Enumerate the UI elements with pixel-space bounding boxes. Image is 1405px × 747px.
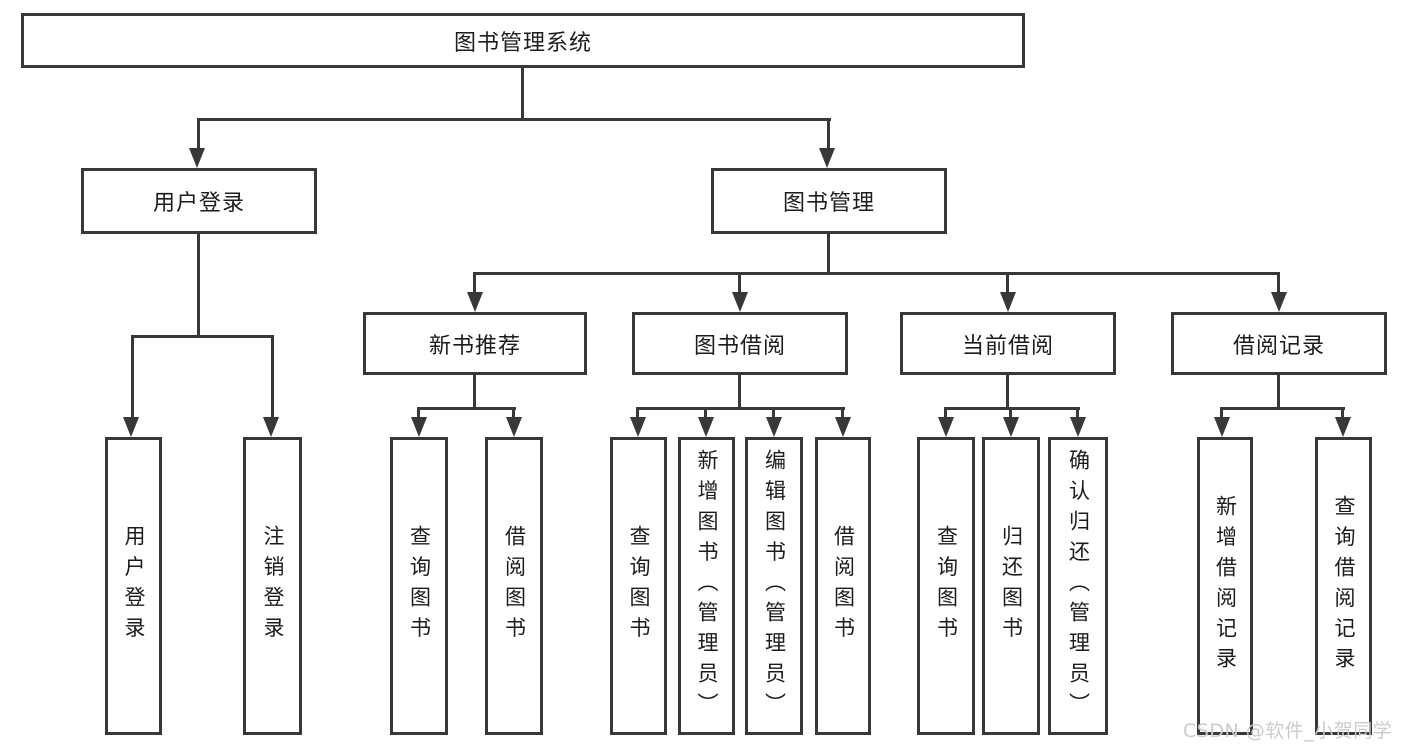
connector-current-borrow-stem: [1006, 375, 1009, 407]
node-current-borrow-label: 当前借阅: [961, 333, 1054, 359]
leaf-add-borrow-record: 新增借阅记录: [1197, 437, 1253, 735]
leaf-borrow-books: 借阅图书: [815, 437, 871, 735]
connector-new-book-recommend-split: [417, 407, 516, 410]
arrowhead-book-management: [819, 148, 835, 168]
leaf-borrow-books-rec-label: 借阅图书: [502, 525, 527, 647]
leaf-user-login-label: 用户登录: [122, 525, 146, 647]
arrowhead-leaf-add-borrow-record: [1214, 417, 1230, 437]
leaf-add-book-admin-label: 新增图书（管理员）: [695, 448, 719, 724]
connector-new-book-recommend-stem: [473, 375, 476, 407]
arrowhead-leaf-query-books-rec: [411, 417, 427, 437]
leaf-query-books-rec: 查询图书: [390, 437, 448, 735]
leaf-user-login: 用户登录: [105, 437, 162, 735]
connector-stem-leaf-query-books-rec: [417, 407, 420, 421]
leaf-edit-book-admin-label: 编辑图书（管理员）: [762, 448, 787, 724]
arrowhead-leaf-logout: [263, 417, 279, 437]
connector-book-management-stem: [827, 234, 830, 272]
connector-stem-leaf-confirm-return: [1076, 407, 1079, 421]
arrowhead-leaf-return-book: [1003, 417, 1019, 437]
arrowhead-borrow-records: [1271, 292, 1287, 312]
node-book-borrow: 图书借阅: [632, 312, 848, 375]
leaf-confirm-return-admin-label: 确认归还（管理员）: [1066, 448, 1091, 724]
connector-borrow-records-stem: [1277, 375, 1280, 407]
node-user-login: 用户登录: [81, 168, 317, 234]
leaf-query-books-current: 查询图书: [917, 437, 975, 735]
connector-stem-leaf-borrow-books: [841, 407, 844, 421]
leaf-query-books-borrow: 查询图书: [610, 437, 667, 735]
connector-stem-user-login: [197, 118, 200, 154]
node-new-book-recommend: 新书推荐: [363, 312, 587, 375]
leaf-logout: 注销登录: [243, 437, 302, 735]
connector-stem-current-borrow: [1006, 272, 1009, 296]
leaf-edit-book-admin: 编辑图书（管理员）: [745, 437, 803, 735]
node-new-book-recommend-label: 新书推荐: [428, 333, 521, 359]
connector-stem-leaf-query-borrow-record: [1341, 407, 1344, 421]
connector-book-borrow-split: [636, 407, 845, 410]
leaf-query-books-rec-label: 查询图书: [407, 525, 432, 647]
leaf-return-book-label: 归还图书: [999, 525, 1024, 647]
node-borrow-records: 借阅记录: [1171, 312, 1387, 375]
node-book-management: 图书管理: [711, 168, 947, 234]
node-borrow-records-label: 借阅记录: [1232, 333, 1325, 359]
node-book-borrow-label: 图书借阅: [693, 333, 786, 359]
leaf-add-book-admin: 新增图书（管理员）: [678, 437, 735, 735]
arrowhead-user-login: [189, 148, 205, 168]
connector-user-login-stem: [197, 234, 200, 335]
arrowhead-leaf-confirm-return: [1070, 417, 1086, 437]
connector-stem-leaf-logout: [271, 335, 274, 421]
connector-stem-leaf-user-login: [131, 335, 134, 421]
node-library-system-label: 图书管理系统: [453, 30, 592, 56]
connector-stem-borrow-records: [1277, 272, 1280, 296]
connector-stem-book-borrow: [738, 272, 741, 296]
node-user-login-label: 用户登录: [152, 191, 245, 216]
leaf-query-books-current-label: 查询图书: [934, 525, 959, 647]
arrowhead-leaf-query-borrow-record: [1335, 417, 1351, 437]
arrowhead-leaf-borrow-books-rec: [506, 417, 522, 437]
connector-stem-new-book-recommend: [473, 272, 476, 296]
arrowhead-book-borrow: [732, 292, 748, 312]
connector-book-management-split: [473, 272, 1280, 275]
arrowhead-new-book-recommend: [467, 292, 483, 312]
leaf-borrow-books-rec: 借阅图书: [485, 437, 543, 735]
arrowhead-leaf-user-login: [123, 417, 139, 437]
connector-stem-leaf-query-books-borrow: [636, 407, 639, 421]
node-library-system: 图书管理系统: [21, 13, 1025, 68]
arrowhead-leaf-add-book-admin: [698, 417, 714, 437]
connector-root-stem: [521, 68, 524, 118]
arrowhead-leaf-query-books-borrow: [630, 417, 646, 437]
arrowhead-leaf-query-books-current: [938, 417, 954, 437]
node-book-management-label: 图书管理: [782, 191, 875, 216]
csdn-watermark: CSDN @软件_小贺同学: [1183, 720, 1393, 742]
connector-user-login-split: [131, 335, 274, 338]
connector-stem-leaf-borrow-books-rec: [512, 407, 515, 421]
arrowhead-leaf-edit-book-admin: [766, 417, 782, 437]
connector-book-borrow-stem: [738, 375, 741, 407]
arrowhead-leaf-borrow-books: [835, 417, 851, 437]
node-current-borrow: 当前借阅: [900, 312, 1116, 375]
connector-stem-leaf-edit-book-admin: [772, 407, 775, 421]
leaf-query-borrow-record-label: 查询借阅记录: [1332, 494, 1356, 678]
leaf-borrow-books-label: 借阅图书: [831, 525, 856, 647]
leaf-confirm-return-admin: 确认归还（管理员）: [1048, 437, 1108, 735]
leaf-return-book: 归还图书: [982, 437, 1040, 735]
connector-current-borrow-split: [944, 407, 1080, 410]
leaf-logout-label: 注销登录: [261, 525, 285, 647]
connector-stem-leaf-query-books-current: [944, 407, 947, 421]
leaf-query-books-borrow-label: 查询图书: [627, 525, 651, 647]
connector-stem-book-management: [827, 118, 830, 154]
connector-borrow-records-split: [1220, 407, 1345, 410]
connector-stem-leaf-add-borrow-record: [1220, 407, 1223, 421]
connector-stem-leaf-return-book: [1009, 407, 1012, 421]
connector-stem-leaf-add-book-admin: [704, 407, 707, 421]
arrowhead-current-borrow: [1000, 292, 1016, 312]
leaf-query-borrow-record: 查询借阅记录: [1315, 437, 1372, 735]
leaf-add-borrow-record-label: 新增借阅记录: [1213, 494, 1238, 678]
connector-root-split: [197, 118, 831, 121]
